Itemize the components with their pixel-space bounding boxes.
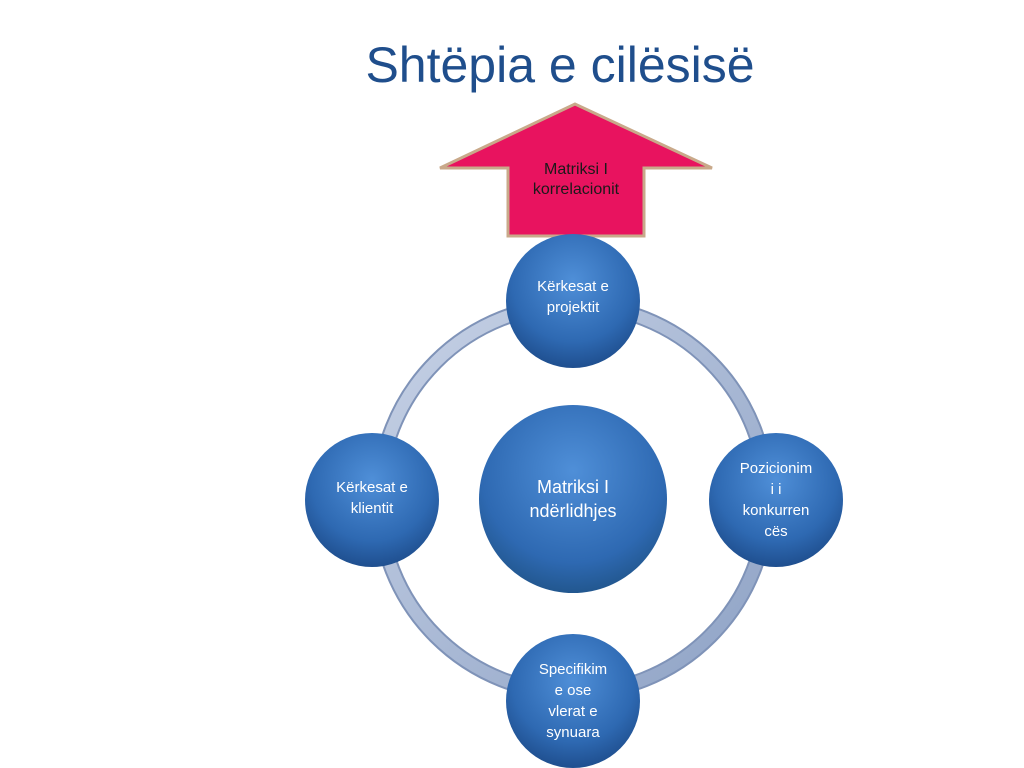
node-right-label: Pozicionim i i konkurren cës [739,460,813,540]
node-bottom-label: Specifikim e ose vlerat e synuara [538,661,608,741]
node-bottom-circle [506,634,640,768]
arrow-label: Matriksi I korrelacionit [532,161,620,198]
center-circle [479,405,667,593]
node-top-circle [506,234,640,368]
slide-title: Shtëpia e cilësisë [365,37,755,93]
node-right-circle [709,433,843,567]
node-left-circle [305,433,439,567]
center-label: Matriksi I ndërlidhjes [529,477,617,521]
node-left-label: Kërkesat e klientit [336,479,408,517]
correlation-arrow [439,102,713,238]
node-top-label: Kërkesat e projektit [537,278,609,316]
